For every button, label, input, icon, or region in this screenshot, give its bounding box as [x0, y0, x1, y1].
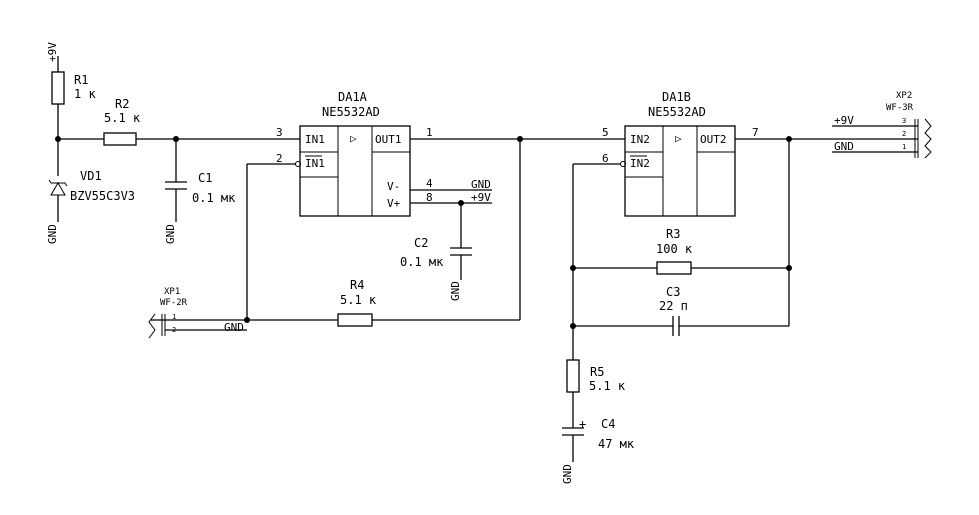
c1-value: 0.1 мк — [192, 191, 236, 205]
pin-4: 4 — [426, 177, 433, 190]
xp2-pin-2: 2 — [902, 130, 906, 138]
xp1-zigzag — [148, 313, 156, 339]
da1b-in-plus-label: IN2 — [630, 133, 650, 146]
xp1-pin-1: 1 — [172, 313, 176, 321]
r5-value: 5.1 к — [589, 379, 626, 393]
xp2-zigzag — [924, 118, 932, 159]
r5-ref: R5 — [590, 365, 604, 379]
da1a-body — [299, 125, 411, 217]
xp1-pin-2: 2 — [172, 326, 176, 334]
junction-xp1 — [244, 317, 250, 323]
da1a-out-label: OUT1 — [375, 133, 402, 146]
c4-value: 47 мк — [598, 437, 635, 451]
r1-ref: R1 — [74, 73, 88, 87]
c1-ref: C1 — [198, 171, 212, 185]
da1b-ref: DA1B — [662, 90, 691, 104]
pin-6: 6 — [602, 152, 609, 165]
da1b-triangle-glyph: ▷ — [675, 132, 682, 145]
da1b-opamp: IN2 IN2 ▷ OUT2 — [624, 125, 736, 217]
xp1-ref: XP1 — [164, 287, 180, 297]
gnd-label-c1: GND — [164, 224, 177, 244]
da1b-out-label: OUT2 — [700, 133, 727, 146]
r2-ref: R2 — [115, 97, 129, 111]
xp2-connector — [914, 118, 932, 159]
c4-ref: C4 — [601, 417, 615, 431]
gnd-label-xp1: GND — [224, 321, 244, 334]
xp2-pin-1: 1 — [902, 143, 906, 151]
xp1-connector — [148, 313, 166, 339]
r4-ref: R4 — [350, 278, 364, 292]
c3-value: 22 п — [659, 299, 688, 313]
da1b-inv-bubble — [620, 161, 626, 167]
da1a-triangle-glyph: ▷ — [350, 132, 357, 145]
xp2-ref: XP2 — [896, 91, 912, 101]
gnd-label-c2: GND — [449, 281, 462, 301]
pin-8: 8 — [426, 191, 433, 204]
vcc-label-vpos: +9V — [471, 191, 491, 204]
pin-1: 1 — [426, 126, 433, 139]
pin-7: 7 — [752, 126, 759, 139]
da1a-vpos-label: V+ — [387, 197, 401, 210]
gnd-label-c4: GND — [561, 464, 574, 484]
r2-body — [103, 132, 137, 146]
r1-value: 1 к — [74, 87, 96, 101]
pin-5: 5 — [602, 126, 609, 139]
vd1-triangle — [50, 182, 66, 196]
vcc-label-left: +9V — [46, 42, 59, 62]
r4-body — [337, 313, 373, 327]
r3-value: 100 к — [656, 242, 693, 256]
pin-3: 3 — [276, 126, 283, 139]
da1b-value: NE5532AD — [648, 105, 706, 119]
xp1-value: WF-2R — [160, 298, 188, 308]
da1a-opamp: IN1 IN1 ▷ OUT1 V- V+ — [299, 125, 411, 217]
c2-ref: C2 — [414, 236, 428, 250]
da1a-ref: DA1A — [338, 90, 368, 104]
da1b-in-minus-label: IN2 — [630, 157, 650, 170]
vcc-label-xp2: +9V — [834, 114, 854, 127]
da1a-vneg-label: V- — [387, 180, 400, 193]
pin-2: 2 — [276, 152, 283, 165]
xp2-value: WF-3R — [886, 103, 914, 113]
c3-ref: C3 — [666, 285, 680, 299]
da1a-in-plus-label: IN1 — [305, 133, 325, 146]
vd1-bar — [48, 179, 68, 187]
da1a-in-minus-label: IN1 — [305, 157, 325, 170]
da1a-inv-bubble — [295, 161, 301, 167]
r2-value: 5.1 к — [104, 111, 141, 125]
r3-ref: R3 — [666, 227, 680, 241]
xp2-pin-3: 3 — [902, 117, 906, 125]
r3-body — [656, 261, 692, 275]
r5-body — [566, 359, 580, 393]
gnd-label-xp2: GND — [834, 140, 854, 153]
c2-value: 0.1 мк — [400, 255, 444, 269]
vcc-label-left-text: +9V — [46, 42, 59, 62]
vd1-value: BZV55C3V3 — [70, 189, 135, 203]
gnd-label-vd1: GND — [46, 224, 59, 244]
c4-polarity: + — [579, 417, 586, 431]
r1-body — [51, 71, 65, 105]
da1a-value: NE5532AD — [322, 105, 380, 119]
vd1-ref: VD1 — [80, 169, 102, 183]
vd1-zener — [48, 179, 68, 196]
r4-value: 5.1 к — [340, 293, 377, 307]
da1b-body — [624, 125, 736, 217]
gnd-label-vneg: GND — [471, 178, 491, 191]
